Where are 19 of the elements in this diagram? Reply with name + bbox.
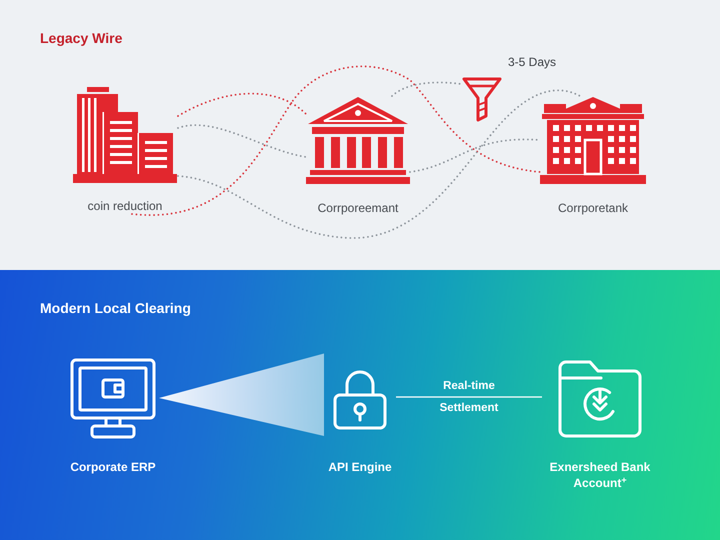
node-label: coin reduction <box>88 198 162 214</box>
edge-label: Real-time Settlement <box>438 379 500 416</box>
node-label: Corrporeemant <box>318 200 398 216</box>
dotted-connector <box>391 82 462 97</box>
dotted-connector <box>177 92 307 117</box>
panel-title: Legacy Wire <box>40 29 122 48</box>
panel-title: Modern Local Clearing <box>40 299 191 318</box>
node-label: Corrporetank <box>558 200 628 216</box>
duration-label: 3-5 Days <box>508 54 556 70</box>
node-label: Corporate ERP <box>70 459 156 475</box>
dotted-connector <box>131 66 541 216</box>
funnel-icon <box>461 76 503 122</box>
panel <box>0 270 720 540</box>
dotted-connector <box>177 124 307 158</box>
connector-line <box>396 396 542 398</box>
light-beam <box>159 353 324 436</box>
dotted-connector <box>177 89 581 239</box>
node-label: API Engine <box>328 459 392 475</box>
node-label: Exnersheed Bank Account$^{+}$ <box>548 459 652 491</box>
